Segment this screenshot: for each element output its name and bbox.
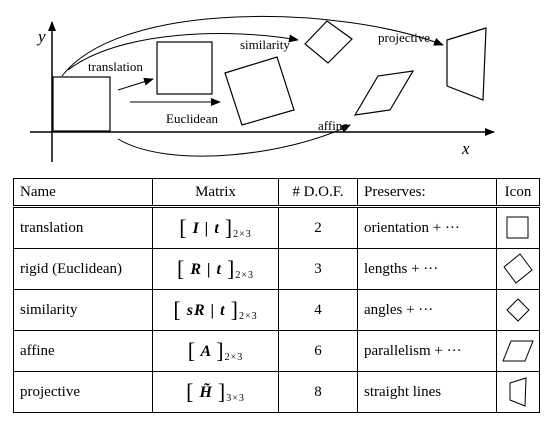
original-square bbox=[52, 76, 111, 132]
header-dof: # D.O.F. bbox=[278, 178, 358, 207]
translation-label: translation bbox=[88, 59, 143, 74]
row-dof: 4 bbox=[278, 289, 358, 331]
similarity-label: similarity bbox=[240, 37, 290, 52]
affine-arrow bbox=[117, 124, 351, 157]
trapezoid-icon bbox=[509, 377, 527, 407]
transform-diagram: y x translation Euclidean similarity aff… bbox=[30, 15, 495, 162]
row-dof: 2 bbox=[278, 206, 358, 249]
translated-square bbox=[156, 41, 213, 95]
transform-table: Name Matrix # D.O.F. Preserves: Icon tra… bbox=[13, 178, 540, 413]
translation-arrow bbox=[117, 77, 154, 91]
euclidean-square bbox=[224, 56, 295, 126]
projective-trapezoid bbox=[446, 27, 487, 101]
table-header-row: Name Matrix # D.O.F. Preserves: Icon bbox=[13, 178, 540, 207]
square-icon bbox=[506, 216, 529, 239]
table-row: projective [ H̃ ]3×3 8 straight lines bbox=[13, 371, 540, 413]
table-row: translation [ I | t ]2×3 2 orientation +… bbox=[13, 206, 540, 249]
small-rotated-square-icon bbox=[506, 298, 530, 322]
row-preserves: lengths + ··· bbox=[357, 248, 497, 290]
header-matrix: Matrix bbox=[152, 178, 279, 207]
row-preserves: parallelism + ··· bbox=[357, 330, 497, 372]
similarity-arrow bbox=[67, 33, 299, 71]
row-preserves: straight lines bbox=[357, 371, 497, 413]
y-axis-label: y bbox=[36, 27, 46, 46]
row-name: rigid (Euclidean) bbox=[13, 248, 153, 290]
row-matrix: [ H̃ ]3×3 bbox=[186, 379, 245, 405]
row-name: similarity bbox=[13, 289, 153, 331]
row-dof: 6 bbox=[278, 330, 358, 372]
x-axis-label: x bbox=[461, 139, 470, 158]
header-name: Name bbox=[13, 178, 153, 207]
euclidean-label: Euclidean bbox=[166, 111, 218, 126]
affine-parallelogram bbox=[353, 70, 415, 116]
row-dof: 3 bbox=[278, 248, 358, 290]
rotated-square-icon bbox=[503, 253, 533, 284]
table-row: affine [ A ]2×3 6 parallelism + ··· bbox=[13, 330, 540, 372]
table-row: similarity [ sR | t ]2×3 4 angles + ··· bbox=[13, 289, 540, 331]
row-matrix: [ sR | t ]2×3 bbox=[173, 297, 258, 323]
row-preserves: orientation + ··· bbox=[357, 206, 497, 249]
row-name: translation bbox=[13, 206, 153, 249]
table-row: rigid (Euclidean) [ R | t ]2×3 3 lengths… bbox=[13, 248, 540, 290]
affine-label: affine bbox=[318, 118, 348, 133]
parallelogram-icon bbox=[502, 340, 534, 362]
row-name: projective bbox=[13, 371, 153, 413]
header-preserves: Preserves: bbox=[357, 178, 497, 207]
row-preserves: angles + ··· bbox=[357, 289, 497, 331]
projective-label: projective bbox=[378, 30, 430, 45]
row-matrix: [ I | t ]2×3 bbox=[179, 215, 252, 241]
projective-arrow bbox=[61, 15, 444, 77]
row-matrix: [ A ]2×3 bbox=[187, 338, 244, 364]
row-matrix: [ R | t ]2×3 bbox=[177, 256, 254, 282]
header-icon: Icon bbox=[496, 178, 540, 207]
row-name: affine bbox=[13, 330, 153, 372]
similarity-square bbox=[304, 20, 353, 64]
row-dof: 8 bbox=[278, 371, 358, 413]
